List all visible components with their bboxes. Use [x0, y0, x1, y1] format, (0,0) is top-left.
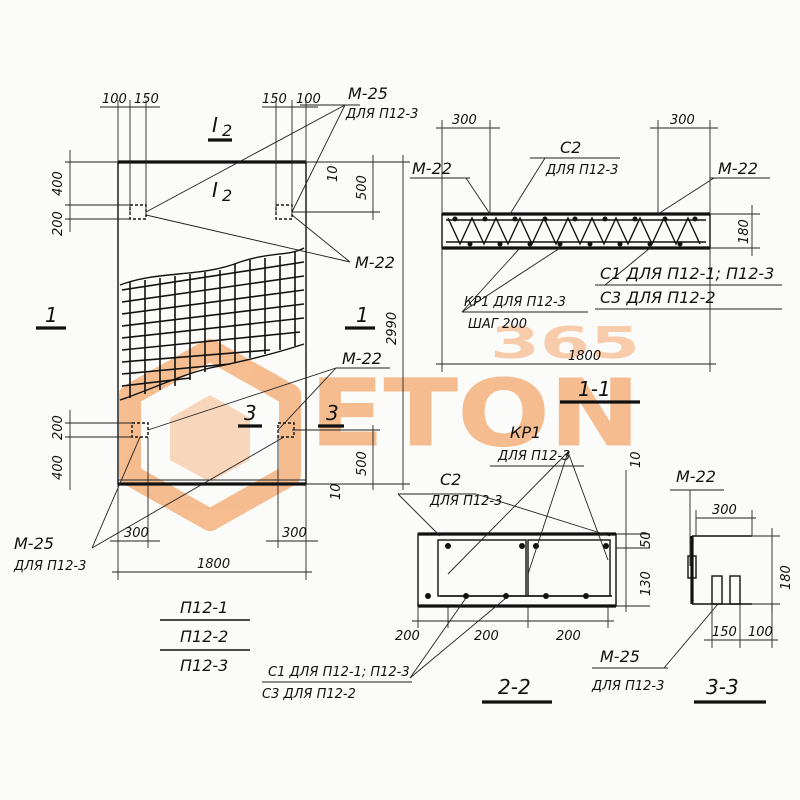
dim-10-bot: 10	[329, 483, 344, 500]
section-cut-i2-top-sub: 2	[222, 121, 232, 140]
section-cut-i2-top: I	[212, 113, 218, 137]
label-m22-low: М-22	[342, 349, 382, 368]
section-cut-3-left: 3	[244, 401, 257, 425]
s33-label-m22: М-22	[676, 467, 716, 486]
s11-label-c3: С3 ДЛЯ П12-2	[600, 288, 716, 307]
s11-label-c2: С2	[560, 138, 581, 157]
s22-label-c3: С3 ДЛЯ П12-2	[262, 687, 356, 702]
dim-2990: 2990	[385, 312, 400, 345]
dim-300-bot-right: 300	[282, 526, 307, 541]
s33-dim-100: 100	[748, 625, 773, 640]
dim-150-top-right: 150	[262, 92, 287, 107]
plan-view: 100 150 150 100 I 2 I 2 400 200 200 400 …	[13, 84, 418, 580]
s11-dim-300-left: 300	[452, 113, 477, 128]
label-m22-mid: М-22	[355, 253, 395, 272]
section-cut-i2-mid: I	[212, 178, 218, 202]
label-m25-top-sub: ДЛЯ П12-3	[345, 107, 418, 122]
mark-p12-1: П12-1	[180, 598, 228, 617]
section-3-3: М-22 300 180 150 100 М-25 ДЛЯ П12-3 3-3	[591, 467, 794, 704]
s22-dim-50: 50	[639, 531, 654, 548]
dim-100-top-right: 100	[296, 92, 321, 107]
section-cut-3-right: 3	[326, 401, 339, 425]
panel-marks: П12-1 П12-2 П12-3	[160, 598, 250, 675]
s22-label-kp1: КР1	[510, 423, 541, 442]
dim-1800-plan: 1800	[197, 557, 230, 572]
dim-400-top: 400	[51, 171, 66, 196]
s33-label-m25-sub: ДЛЯ П12-3	[591, 679, 664, 694]
s33-label-m25: М-25	[600, 647, 640, 666]
s22-label-c2: С2	[440, 470, 461, 489]
mark-p12-3: П12-3	[180, 656, 228, 675]
s11-label-m22-right: М-22	[718, 159, 758, 178]
label-m25-bot-sub: ДЛЯ П12-3	[13, 559, 86, 574]
s11-label-c2-sub: ДЛЯ П12-3	[545, 163, 618, 178]
embedded-part-top-right	[275, 204, 293, 220]
s22-dim-200-3: 200	[556, 629, 581, 644]
s11-label-kp1: КР1 ДЛЯ П12-3	[464, 295, 566, 310]
section-cut-1-right: 1	[356, 303, 369, 327]
s22-label-c2-sub: ДЛЯ П12-3	[429, 494, 502, 509]
dim-300-bot-left: 300	[124, 526, 149, 541]
s11-title: 1-1	[578, 377, 611, 401]
dim-10-top: 10	[326, 165, 341, 182]
dim-200-bot: 200	[51, 415, 66, 440]
s22-dim-200-1: 200	[395, 629, 420, 644]
s33-dim-300: 300	[712, 503, 737, 518]
s22-title: 2-2	[498, 675, 531, 699]
dim-500-bot: 500	[355, 451, 370, 476]
s22-dim-10: 10	[629, 451, 644, 468]
dim-400-bot: 400	[51, 455, 66, 480]
section-cut-i2-mid-sub: 2	[222, 186, 232, 205]
s11-label-step: ШАГ 200	[468, 317, 527, 332]
s11-dim-300-right: 300	[670, 113, 695, 128]
embedded-part-top-left	[129, 204, 147, 220]
s33-dim-180: 180	[779, 565, 794, 590]
s33-title: 3-3	[706, 675, 739, 699]
dim-150-top-left: 150	[134, 92, 159, 107]
s22-dim-200-2: 200	[474, 629, 499, 644]
section-2-2: КР1 ДЛЯ П12-3 С2 ДЛЯ П12-3 10 50 130 200…	[262, 423, 654, 704]
s22-label-c1: С1 ДЛЯ П12-1; П12-3	[268, 665, 410, 680]
s33-dim-150: 150	[712, 625, 737, 640]
s11-label-m22-left: М-22	[412, 159, 452, 178]
mark-p12-2: П12-2	[180, 627, 228, 646]
watermark: ETON 365	[119, 318, 641, 531]
s11-dim-1800: 1800	[568, 349, 601, 364]
label-m25-bot: М-25	[14, 534, 54, 553]
dim-500-top: 500	[355, 175, 370, 200]
label-m25-top: М-25	[348, 84, 388, 103]
watermark-number: 365	[490, 318, 640, 369]
section-1-1: 300 300 180 1800 М-22 М-22 С2 ДЛЯ П12-3 …	[410, 113, 782, 404]
s11-label-c1: С1 ДЛЯ П12-1; П12-3	[600, 264, 774, 283]
reinforcement-mesh	[119, 247, 305, 401]
watermark-logo-icon	[119, 339, 301, 531]
dim-200-top: 200	[51, 211, 66, 236]
watermark-brand: ETON	[310, 360, 640, 467]
section-cut-1-left: 1	[45, 303, 58, 327]
s11-dim-180: 180	[737, 219, 752, 244]
dim-100-top-left: 100	[102, 92, 127, 107]
s22-label-kp1-sub: ДЛЯ П12-3	[497, 449, 570, 464]
s22-dim-130: 130	[639, 571, 654, 596]
